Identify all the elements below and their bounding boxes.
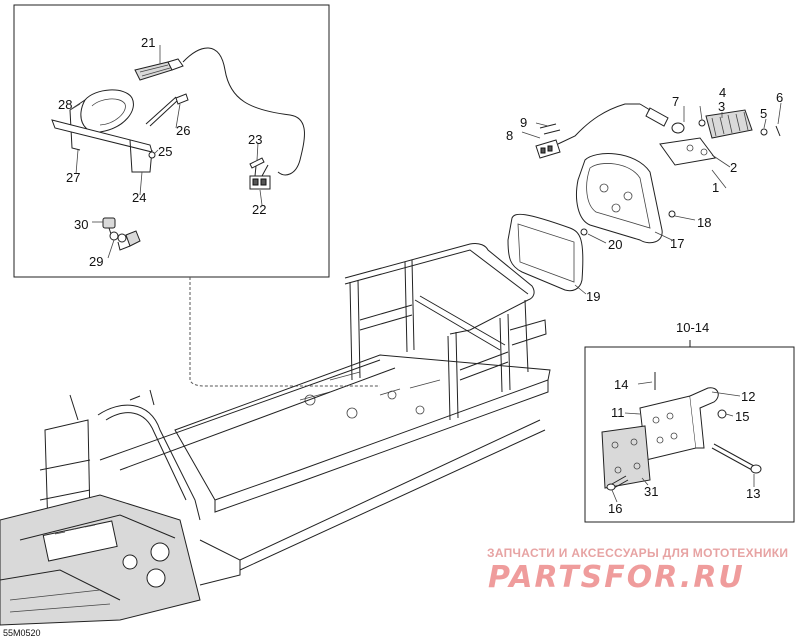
part-19-lens	[507, 213, 584, 292]
part-7-bulb-socket	[639, 103, 685, 134]
part-4-bulb-holder	[705, 109, 753, 139]
callout-4: 4	[719, 85, 726, 100]
callout-8: 8	[506, 128, 513, 143]
part-24-bracket	[51, 96, 179, 173]
callout-27: 27	[66, 170, 80, 185]
callout-labels: 1 2 3 4 5 6 7 8 9 10-14 11 12 13 14 15 1…	[58, 35, 783, 516]
part-20-screw	[580, 228, 588, 236]
callout-18: 18	[697, 215, 711, 230]
callout-24: 24	[132, 190, 146, 205]
callout-9: 9	[520, 115, 527, 130]
callout-19: 19	[586, 289, 600, 304]
watermark-logo: PARTSFOR.RU	[488, 560, 745, 595]
part-26-bolt	[175, 93, 189, 105]
part-23-terminal	[249, 157, 265, 169]
callout-2: 2	[730, 160, 737, 175]
part-13-bolt	[711, 443, 762, 474]
part-1-tail-light-housing	[576, 153, 663, 244]
callout-7: 7	[672, 94, 679, 109]
callout-12: 12	[741, 389, 755, 404]
drawing-code: 55M0520	[3, 628, 41, 638]
callout-22: 22	[252, 202, 266, 217]
watermark-tagline: ЗАПЧАСТИ И АКСЕССУАРЫ ДЛЯ МОТОТЕХНИКИ	[487, 546, 789, 560]
callout-1: 1	[712, 180, 719, 195]
callout-17: 17	[670, 236, 684, 251]
callout-10-14: 10-14	[676, 320, 709, 335]
part-22-connector	[249, 164, 271, 190]
callout-30: 30	[74, 217, 88, 232]
part-29-washer-nut	[109, 230, 141, 251]
inset-box-wiring	[13, 4, 330, 278]
part-28-lamp-housing	[69, 89, 134, 151]
callout-28: 28	[58, 97, 72, 112]
callout-31: 31	[644, 484, 658, 499]
callout-16: 16	[608, 501, 622, 516]
part-16-screw	[606, 475, 629, 491]
leader-lines	[69, 45, 782, 503]
inset-box-license-plate-bracket	[584, 340, 795, 523]
part-25-nut	[148, 151, 156, 159]
callout-14: 14	[614, 377, 628, 392]
callout-21: 21	[141, 35, 155, 50]
callout-29: 29	[89, 254, 103, 269]
callout-6: 6	[776, 90, 783, 105]
callout-25: 25	[158, 144, 172, 159]
part-6-screw	[775, 125, 781, 137]
callout-3: 3	[718, 99, 725, 114]
callout-5: 5	[760, 106, 767, 121]
callout-23: 23	[248, 132, 262, 147]
callout-26: 26	[176, 123, 190, 138]
part-8-connector	[535, 103, 640, 159]
part-11-bracket-plate	[639, 395, 697, 461]
callout-15: 15	[735, 409, 749, 424]
part-15-nut	[717, 409, 727, 419]
part-2-lens-mount	[659, 137, 716, 166]
part-5-screw	[760, 128, 768, 136]
part-21-plug	[134, 47, 305, 176]
callout-13: 13	[746, 486, 760, 501]
part-31-plate	[601, 425, 651, 489]
inset-connection-line	[189, 277, 380, 387]
part-9-terminals	[539, 123, 561, 135]
part-3-gasket	[698, 119, 706, 127]
part-18-screw	[668, 210, 676, 218]
callout-11: 11	[611, 405, 625, 420]
rear-rack-frame	[0, 243, 551, 626]
part-12-bracket	[689, 387, 719, 449]
callout-20: 20	[608, 237, 622, 252]
